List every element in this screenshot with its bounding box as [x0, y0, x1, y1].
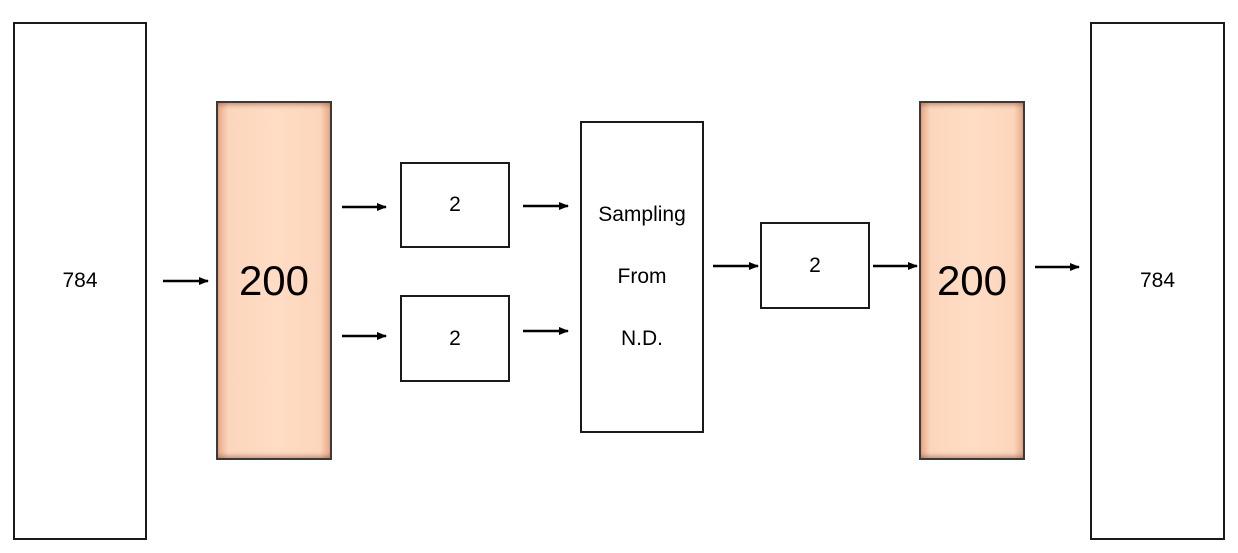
sampling-line-2: From — [617, 265, 667, 288]
sampled-latent-box: 2 — [760, 222, 870, 309]
mean-latent-box: 2 — [400, 162, 510, 248]
logvar-latent-box: 2 — [400, 295, 510, 382]
decoder-hidden-layer-box: 200 — [919, 101, 1025, 460]
sampling-line-3: N.D. — [621, 327, 663, 350]
sampling-line-1: Sampling — [598, 203, 686, 226]
encoder-hidden-layer-label: 200 — [238, 256, 310, 304]
output-layer-label: 784 — [1139, 269, 1176, 292]
sampled-latent-label: 2 — [809, 253, 821, 277]
sampling-box: Sampling From N.D. — [580, 121, 704, 433]
input-layer-label: 784 — [62, 269, 98, 292]
mean-latent-label: 2 — [449, 193, 461, 216]
encoder-hidden-layer-box: 200 — [216, 101, 332, 460]
decoder-hidden-layer-label: 200 — [936, 256, 1008, 304]
output-layer-box: 784 — [1090, 22, 1225, 540]
logvar-latent-label: 2 — [449, 326, 461, 350]
input-layer-box: 784 — [13, 22, 147, 540]
